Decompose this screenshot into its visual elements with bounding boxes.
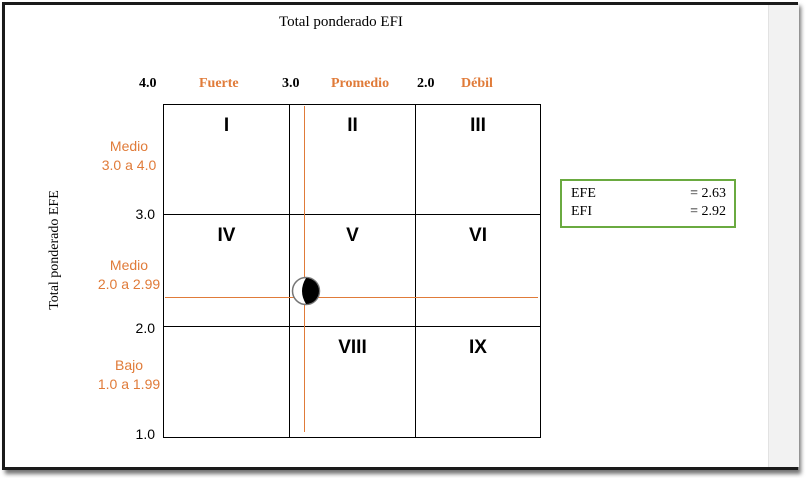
y-category-low: Bajo 1.0 a 1.99 [89, 356, 169, 394]
cell-6-label: VI [469, 225, 487, 246]
document-frame [2, 2, 798, 470]
y-category-high-range: 3.0 a 4.0 [101, 157, 157, 173]
cell-1-label: I [223, 115, 230, 136]
y-category-high-name: Medio [109, 138, 149, 154]
cell-1: I [163, 104, 290, 215]
cell-6: VI [415, 214, 541, 327]
cell-3: III [415, 104, 541, 215]
x-category-debil: Débil [461, 76, 493, 91]
efe-guide-line [165, 297, 538, 298]
legend-row-efe: EFE = 2.63 [571, 186, 726, 204]
y-tick-1: 1.0 [135, 426, 155, 442]
x-category-fuerte: Fuerte [199, 76, 239, 91]
cell-3-label: III [470, 115, 486, 136]
y-category-medium-name: Medio [109, 257, 149, 273]
y-category-low-range: 1.0 a 1.99 [97, 376, 161, 392]
x-axis-title: Total ponderado EFI [279, 14, 403, 30]
x-category-promedio: Promedio [331, 76, 390, 91]
cell-5: V [289, 214, 416, 327]
x-tick-4: 4.0 [139, 76, 157, 91]
cell-4: IV [163, 214, 290, 327]
cell-5-label: V [346, 225, 359, 246]
y-tick-2: 2.0 [135, 320, 155, 336]
y-tick-3: 3.0 [135, 206, 155, 222]
legend-efe-label: EFE [571, 186, 596, 201]
y-axis-title: Total ponderado EFE [47, 190, 62, 310]
legend-efi-value: = 2.92 [690, 204, 726, 219]
cell-4-label: IV [217, 225, 236, 246]
legend-efe-value: = 2.63 [690, 186, 726, 201]
efi-guide-line [304, 106, 305, 432]
position-marker-icon [291, 276, 321, 306]
cell-2-label: II [347, 115, 358, 136]
cell-8: VIII [289, 326, 416, 438]
matrix-grid: I II III IV V VI VIII IX [163, 104, 541, 438]
values-legend: EFE = 2.63 EFI = 2.92 [560, 179, 736, 228]
scroll-strip [768, 5, 799, 467]
x-tick-3: 3.0 [282, 76, 300, 91]
x-tick-2: 2.0 [417, 76, 435, 91]
y-category-medium: Medio 2.0 a 2.99 [89, 256, 169, 294]
legend-efi-label: EFI [571, 204, 592, 219]
y-category-medium-range: 2.0 a 2.99 [97, 276, 161, 292]
cell-9-label: IX [469, 337, 487, 358]
cell-7 [163, 326, 290, 438]
y-category-high: Medio 3.0 a 4.0 [89, 137, 169, 175]
cell-8-label: VIII [338, 337, 367, 358]
cell-9: IX [415, 326, 541, 438]
cell-2: II [289, 104, 416, 215]
legend-row-efi: EFI = 2.92 [571, 204, 726, 222]
y-category-low-name: Bajo [114, 357, 144, 373]
